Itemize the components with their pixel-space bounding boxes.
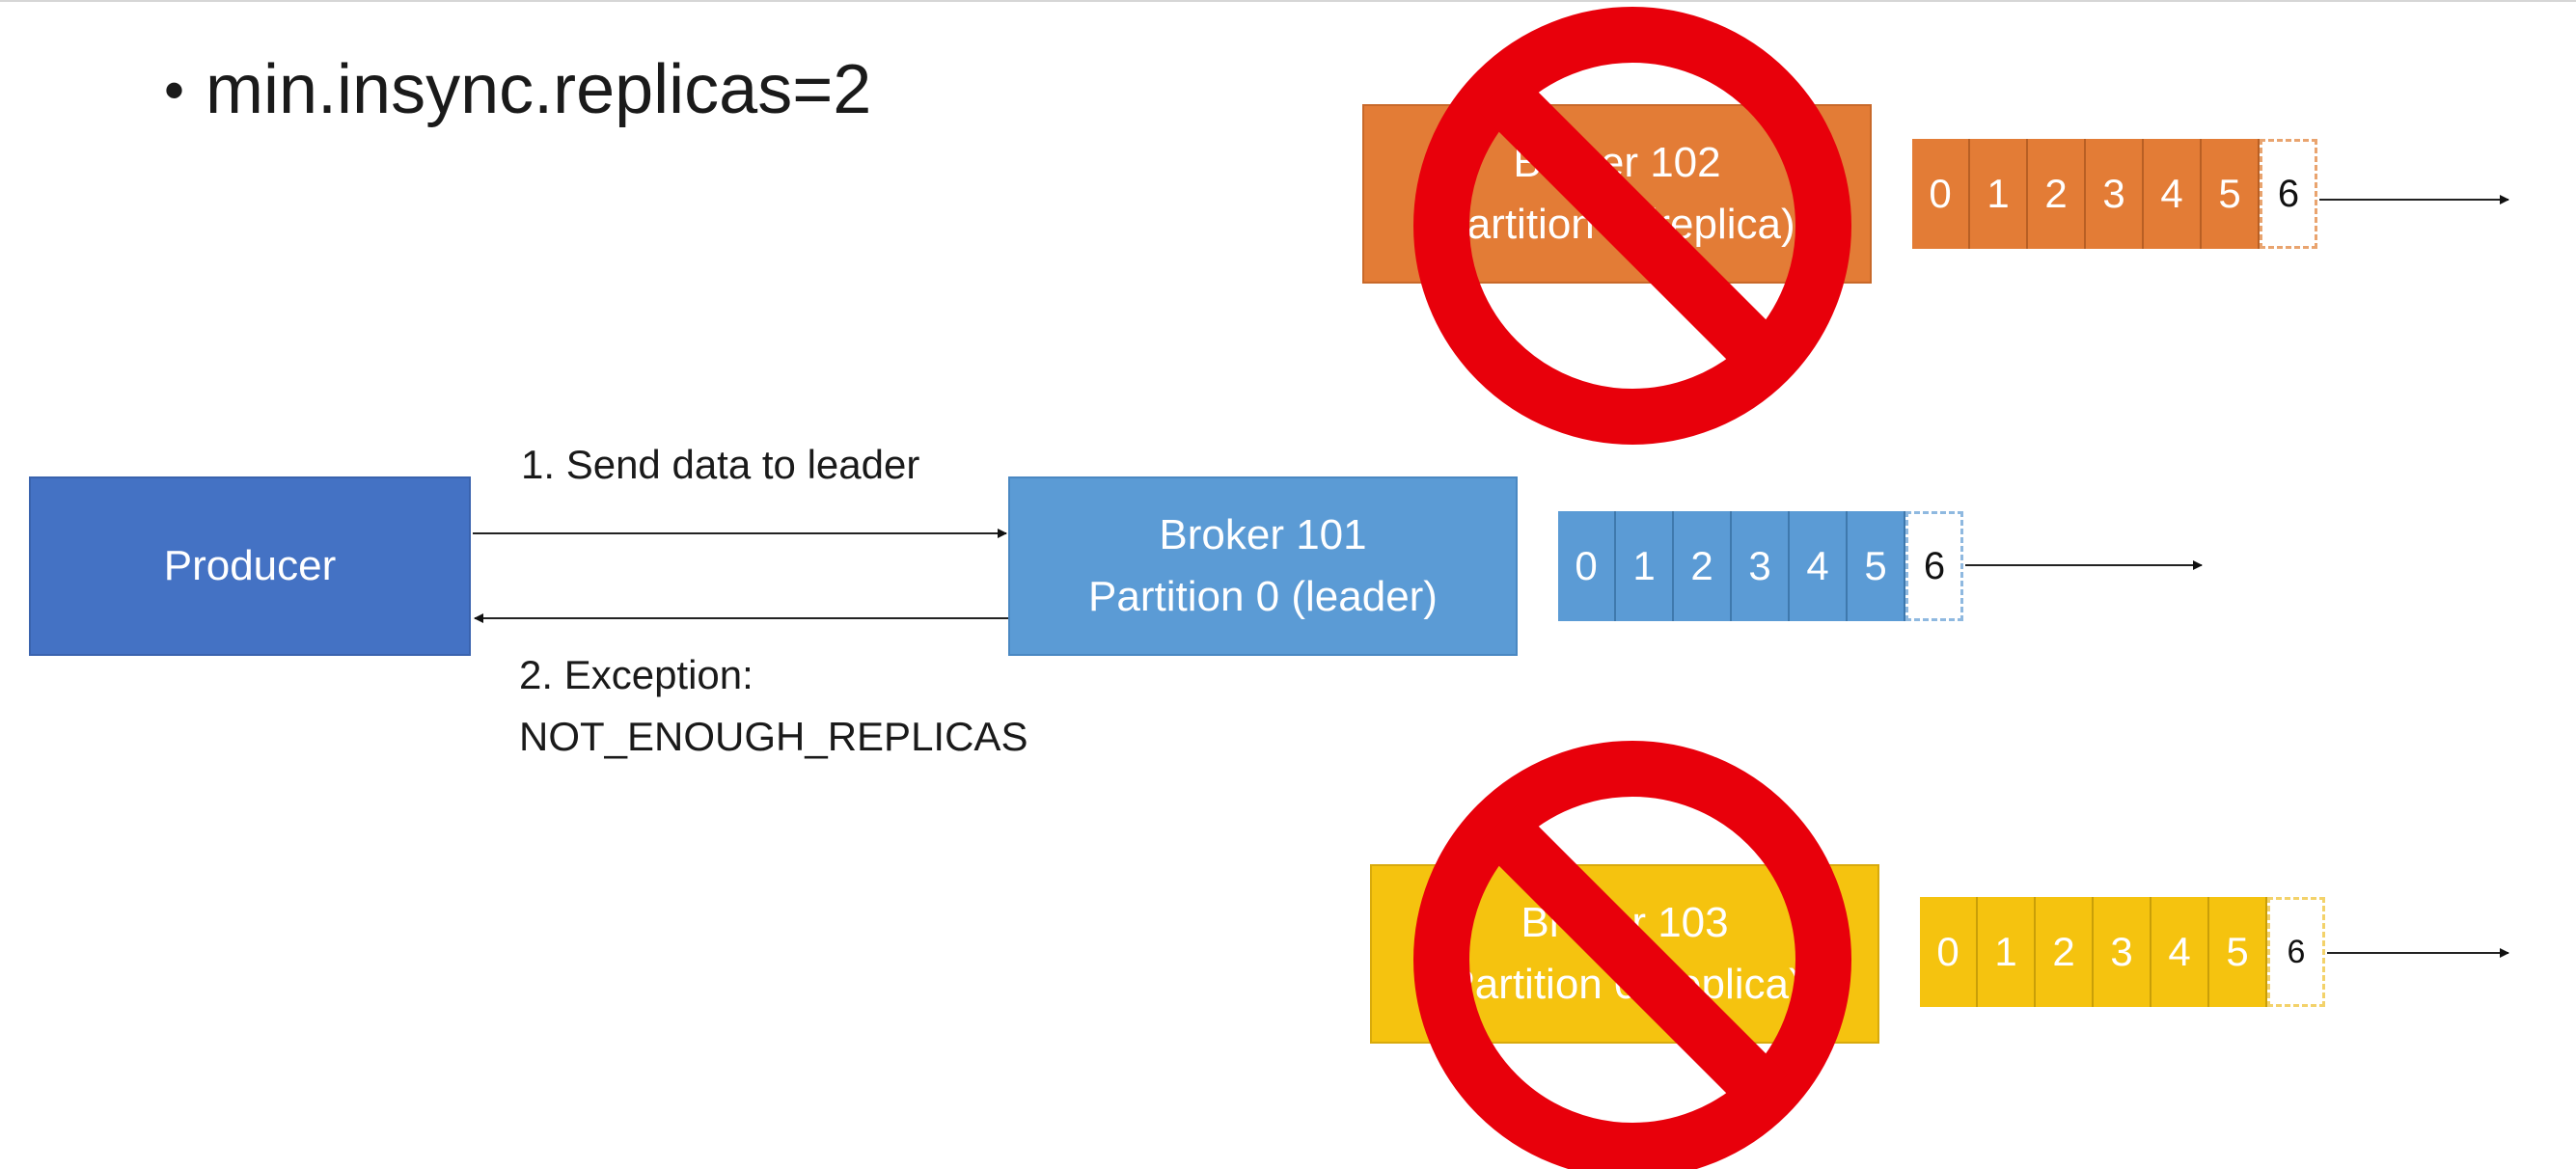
log-cell: 5 bbox=[1848, 511, 1905, 621]
producer-box: Producer bbox=[29, 476, 471, 656]
log-cell: 2 bbox=[1674, 511, 1732, 621]
log-cell: 4 bbox=[1790, 511, 1848, 621]
log-next-cell: 6 bbox=[2260, 139, 2317, 249]
log-cell: 2 bbox=[2036, 897, 2094, 1007]
log-cell: 2 bbox=[2028, 139, 2086, 249]
producer-label: Producer bbox=[163, 542, 337, 589]
broker-102-log: 0 1 2 3 4 5 6 bbox=[1912, 139, 2317, 249]
broker-101-title: Broker 101 bbox=[1159, 511, 1367, 558]
bullet-symbol: • bbox=[164, 57, 185, 122]
log-cell: 0 bbox=[1558, 511, 1616, 621]
prohibited-icon bbox=[1413, 7, 1851, 445]
config-text: min.insync.replicas=2 bbox=[206, 51, 872, 128]
broker-101-box: Broker 101 Partition 0 (leader) bbox=[1008, 476, 1518, 656]
log-cell: 0 bbox=[1912, 139, 1970, 249]
top-border-line bbox=[0, 0, 2576, 2]
log-cell: 0 bbox=[1920, 897, 1978, 1007]
broker-103-log: 0 1 2 3 4 5 6 bbox=[1920, 897, 2325, 1007]
log-cell: 1 bbox=[1978, 897, 2036, 1007]
send-data-label: 1. Send data to leader bbox=[521, 442, 920, 487]
broker-101-log: 0 1 2 3 4 5 6 bbox=[1558, 511, 1963, 621]
log-cell: 4 bbox=[2151, 897, 2209, 1007]
log-next-cell: 6 bbox=[1905, 511, 1963, 621]
prohibited-icon bbox=[1413, 741, 1851, 1169]
log-cell: 5 bbox=[2209, 897, 2267, 1007]
log-cell: 3 bbox=[2086, 139, 2144, 249]
log-cell: 4 bbox=[2144, 139, 2202, 249]
log-cell: 3 bbox=[2094, 897, 2151, 1007]
config-bullet: • min.insync.replicas=2 bbox=[164, 50, 871, 129]
log-cell: 3 bbox=[1732, 511, 1790, 621]
log-cell: 1 bbox=[1616, 511, 1674, 621]
log-cell: 5 bbox=[2202, 139, 2260, 249]
exception-label: 2. Exception: bbox=[519, 652, 754, 697]
log-cell: 1 bbox=[1970, 139, 2028, 249]
exception-code-label: NOT_ENOUGH_REPLICAS bbox=[519, 714, 1028, 759]
log-next-cell: 6 bbox=[2267, 897, 2325, 1007]
broker-101-subtitle: Partition 0 (leader) bbox=[1088, 573, 1438, 620]
